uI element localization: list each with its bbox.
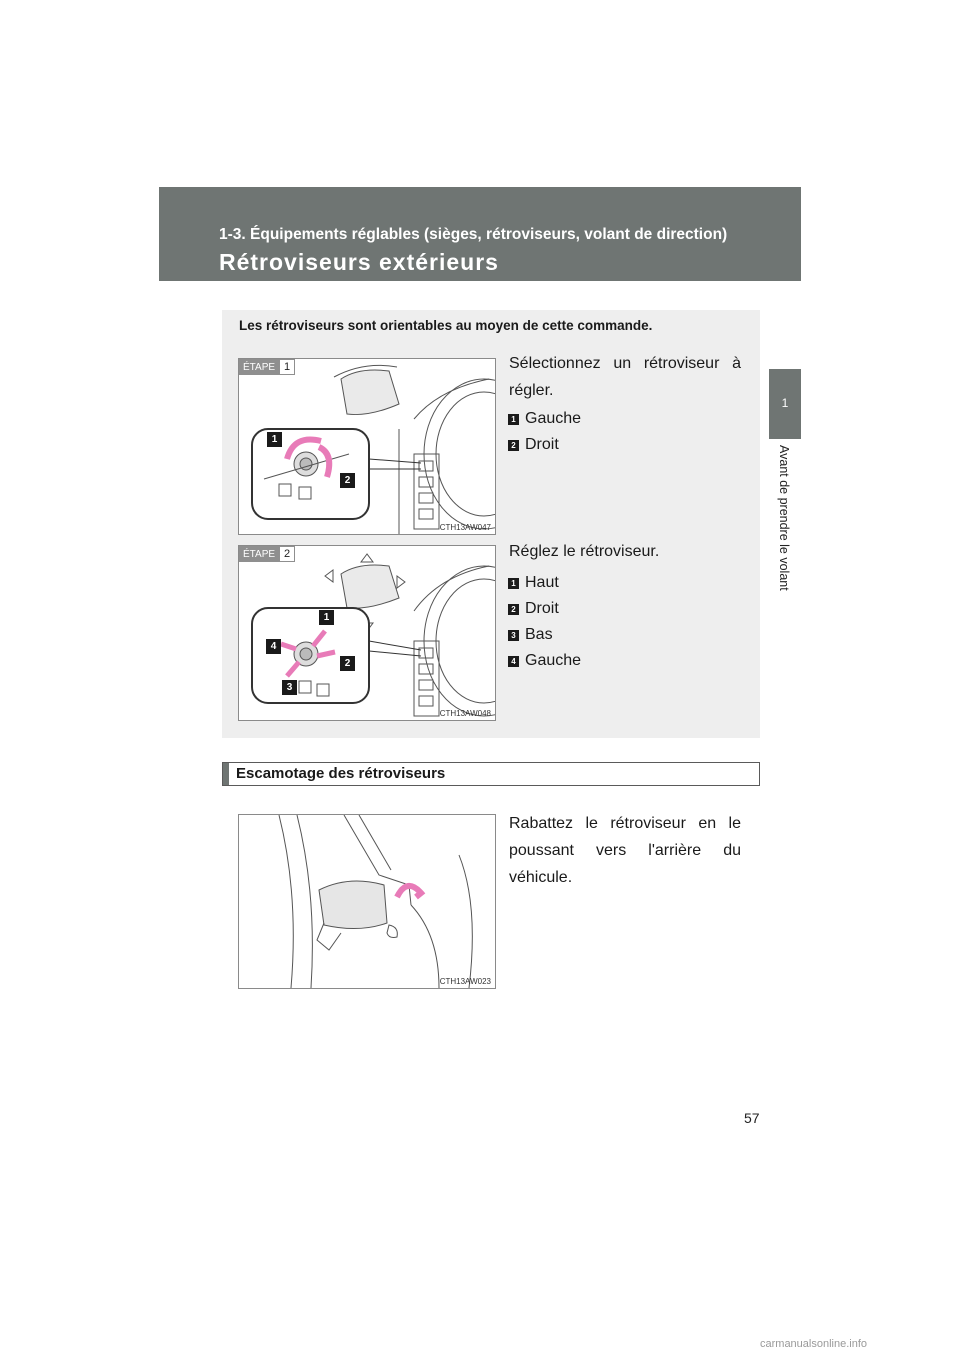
chapter-header — [159, 187, 801, 281]
chapter-tab-label: Avant de prendre le volant — [777, 445, 791, 591]
fold-mirror-illustration — [278, 815, 473, 988]
fold-text: Rabattez le rétroviseur en le poussant v… — [509, 815, 741, 886]
legend-item: 2 Droit — [508, 596, 581, 622]
step-badge-number: 1 — [279, 359, 296, 375]
legend-label: Haut — [525, 574, 559, 591]
section-heading-text: Escamotage des rétroviseurs — [236, 765, 446, 782]
callout-marker: 1 — [319, 610, 334, 625]
figure-step-2: ÉTAPE 2 1 2 3 4 CTH13AW048 — [238, 545, 496, 721]
page-title: Rétroviseurs extérieurs — [219, 249, 499, 275]
legend-item: 1 Gauche — [508, 406, 581, 432]
legend-marker: 4 — [508, 655, 519, 667]
callout-marker: 2 — [340, 656, 355, 671]
legend-label: Gauche — [525, 652, 582, 669]
step-badge-label: ÉTAPE — [239, 359, 280, 375]
figure-code: CTH13AW048 — [439, 709, 491, 718]
step-1-text: Sélectionnez un rétroviseur à régler. — [509, 355, 741, 399]
legend-label: Droit — [525, 436, 559, 453]
section-heading: Escamotage des rétroviseurs — [222, 762, 760, 786]
legend-marker: 1 — [508, 577, 519, 589]
step-badge-2: ÉTAPE 2 — [239, 546, 296, 562]
callout-marker: 2 — [340, 473, 355, 488]
figure-step-1: ÉTAPE 1 1 2 CTH13AW047 — [238, 358, 496, 535]
chapter-tab[interactable] — [769, 369, 801, 439]
step-2-legend: 1 Haut 2 Droit 3 Bas 4 Gauche — [508, 570, 581, 674]
figure-fold-mirror: CTH13AW023 — [238, 814, 496, 989]
legend-label: Gauche — [525, 410, 582, 427]
step-badge-number: 2 — [279, 546, 296, 562]
legend-label: Bas — [525, 626, 553, 643]
step-badge-1: ÉTAPE 1 — [239, 359, 296, 375]
figure-code: CTH13AW047 — [439, 523, 491, 532]
chapter-tab-number: 1 — [781, 396, 789, 410]
step-badge-label: ÉTAPE — [239, 546, 280, 562]
mirror-adjust-illustration-2 — [251, 553, 495, 717]
step-2-text: Réglez le rétroviseur. — [509, 543, 660, 560]
callout-marker: 1 — [267, 432, 282, 447]
callout-marker: 4 — [266, 639, 281, 654]
legend-item: 2 Droit — [508, 432, 581, 458]
step-1-legend: 1 Gauche 2 Droit — [508, 406, 581, 458]
mirror-switch-illustration-1 — [251, 364, 495, 534]
instructions-intro: Les rétroviseurs sont orientables au moy… — [239, 318, 653, 333]
legend-item: 4 Gauche — [508, 648, 581, 674]
legend-item: 3 Bas — [508, 622, 581, 648]
legend-marker: 2 — [508, 603, 519, 615]
legend-marker: 3 — [508, 629, 519, 641]
watermark[interactable]: carmanualsonline.info — [760, 1338, 868, 1350]
legend-marker: 1 — [508, 413, 519, 425]
figure-code: CTH13AW023 — [439, 977, 491, 986]
legend-label: Droit — [525, 600, 559, 617]
callout-marker: 3 — [282, 680, 297, 695]
heading-accent-bar — [223, 763, 229, 785]
page-number: 57 — [744, 1110, 760, 1126]
legend-marker: 2 — [508, 439, 519, 451]
section-label: 1-3. Équipements réglables (sièges, rétr… — [219, 226, 728, 243]
legend-item: 1 Haut — [508, 570, 581, 596]
